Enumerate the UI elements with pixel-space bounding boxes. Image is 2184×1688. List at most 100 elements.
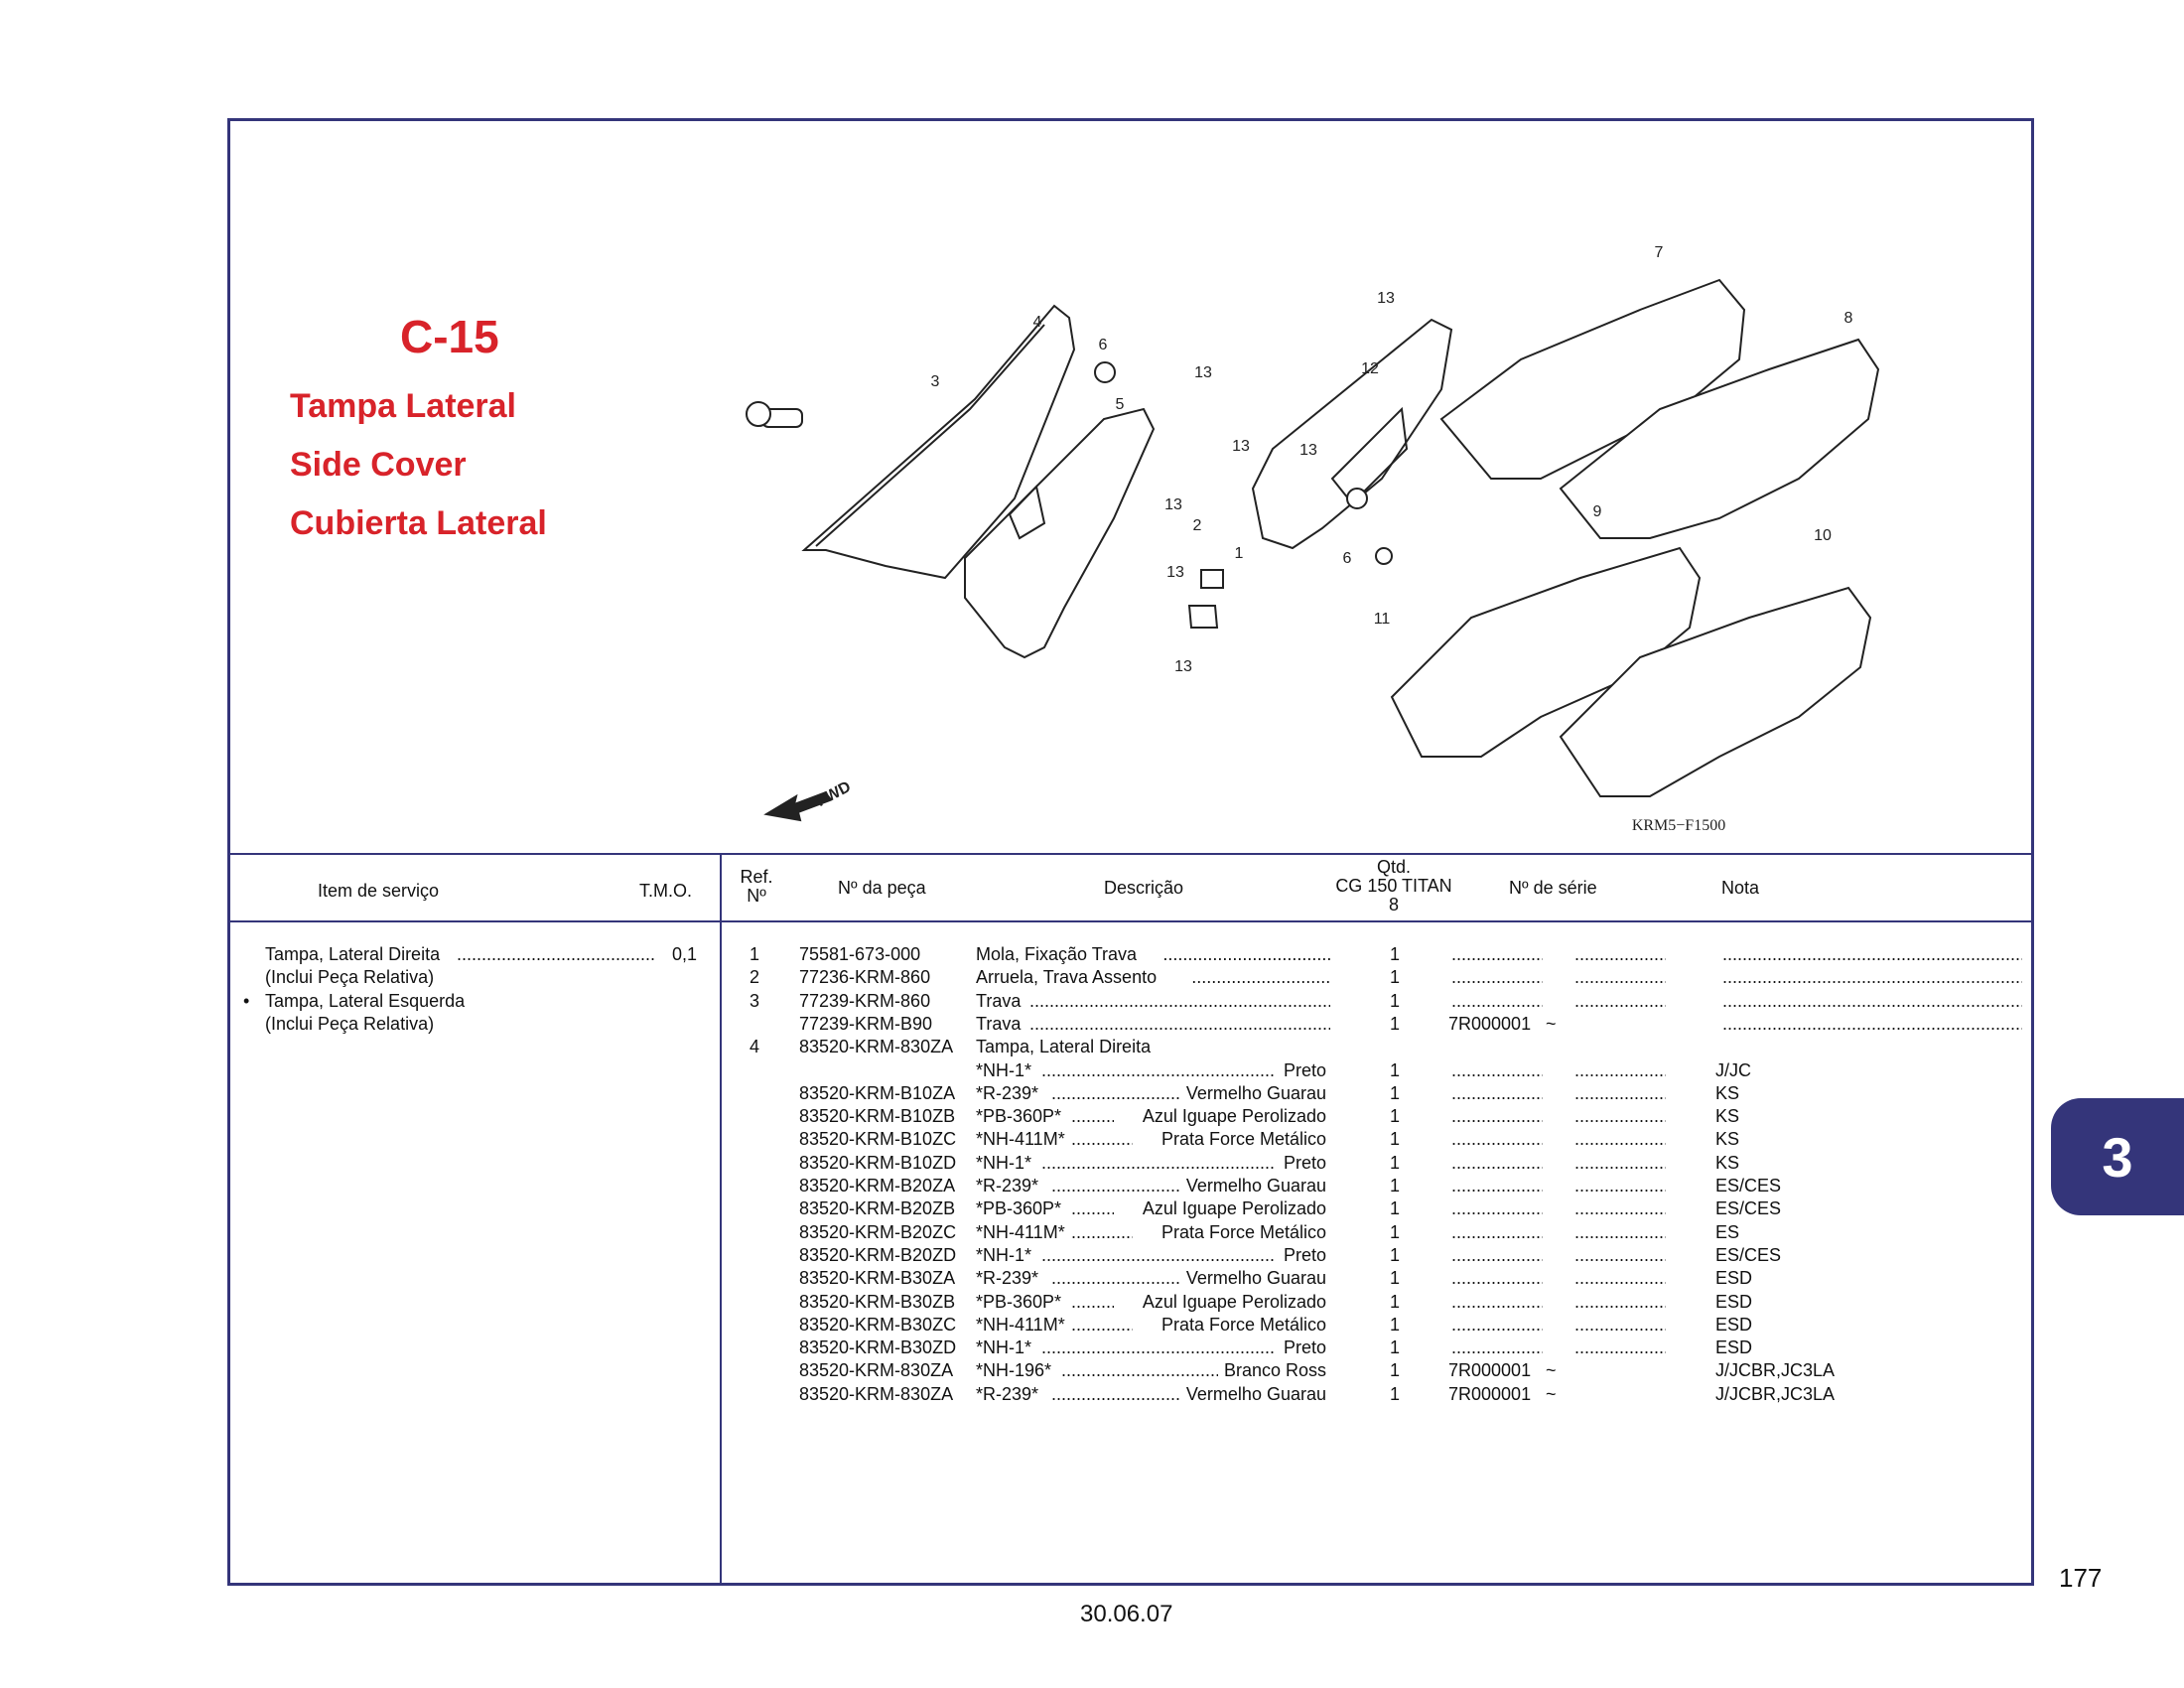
row-ref: 3 bbox=[750, 990, 760, 1011]
row-color-name: Preto bbox=[1283, 1337, 1326, 1358]
row-qty: 1 bbox=[1390, 1383, 1401, 1404]
page-number: 177 bbox=[2059, 1563, 2103, 1593]
fwd-label: FWD bbox=[814, 778, 854, 810]
callout-8: 8 bbox=[1844, 310, 1853, 327]
section-title-en: Side Cover bbox=[290, 446, 467, 484]
row-qty: 1 bbox=[1390, 1244, 1401, 1265]
leader-dots: ........................................… bbox=[1041, 1244, 1276, 1265]
row-qty: 1 bbox=[1390, 1013, 1401, 1034]
part-10-shape bbox=[1559, 586, 1872, 797]
row-description: Arruela, Trava Assento bbox=[976, 967, 1158, 988]
fwd-arrow-icon bbox=[763, 790, 832, 822]
row-color-code: *NH-1* bbox=[976, 1244, 1032, 1265]
row-qty: 1 bbox=[1390, 1082, 1401, 1103]
row-part-number: 83520-KRM-B30ZC bbox=[799, 1314, 957, 1335]
row-qty: 1 bbox=[1390, 1059, 1401, 1080]
row-part-number: 83520-KRM-B10ZD bbox=[799, 1152, 957, 1173]
page-frame: C-15 Tampa Lateral Side Cover Cubierta L… bbox=[227, 118, 2034, 1586]
leader-dots: ........................................… bbox=[1071, 1129, 1133, 1150]
leader-dots: ........................................… bbox=[1574, 944, 1666, 964]
leader-dots: ........................................… bbox=[1574, 1152, 1666, 1173]
row-note: ESD bbox=[1715, 1291, 1753, 1312]
leader-dots: ........................................… bbox=[1051, 1176, 1180, 1196]
header-tmo: T.M.O. bbox=[639, 881, 692, 901]
leader-dots: ........................................… bbox=[1574, 1244, 1666, 1265]
leader-dots: ........................................… bbox=[1451, 1198, 1543, 1219]
part-12-shape bbox=[1375, 547, 1393, 565]
row-color-name: Prata Force Metálico bbox=[1160, 1129, 1326, 1150]
row-color-name: Preto bbox=[1283, 1152, 1326, 1173]
header-part-no: Nº da peça bbox=[838, 878, 926, 898]
callout-6a: 6 bbox=[1099, 337, 1108, 353]
leader-dots: ........................................… bbox=[1061, 1360, 1218, 1381]
leader-dots: ........................................… bbox=[1574, 1268, 1666, 1289]
leader-dots: ........................................… bbox=[1574, 1106, 1666, 1127]
leader-dots: ........................................… bbox=[1722, 990, 2022, 1011]
row-color-code: *NH-411M* bbox=[976, 1129, 1065, 1150]
callout-13e: 13 bbox=[1164, 496, 1182, 513]
row-color-name: Azul Iguape Perolizado bbox=[1142, 1198, 1326, 1219]
row-part-number: 83520-KRM-B10ZA bbox=[799, 1082, 956, 1103]
leader-dots: ........................................… bbox=[1451, 1221, 1543, 1242]
leader-dots: ........................................… bbox=[1051, 1268, 1180, 1289]
row-qty: 1 bbox=[1390, 1291, 1401, 1312]
row-color-code: *NH-1* bbox=[976, 1059, 1032, 1080]
leader-dots: ........................................… bbox=[1574, 1082, 1666, 1103]
callout-13d: 13 bbox=[1166, 564, 1184, 581]
row-color-code: *NH-411M* bbox=[976, 1221, 1065, 1242]
row-description: Mola, Fixação Trava bbox=[976, 944, 1138, 964]
row-ref: 4 bbox=[750, 1037, 760, 1057]
row-color-code: *NH-1* bbox=[976, 1337, 1032, 1358]
row-part-number: 83520-KRM-B30ZA bbox=[799, 1268, 956, 1289]
leader-dots: ........................................… bbox=[1451, 1291, 1543, 1312]
row-color-name: Branco Ross bbox=[1223, 1360, 1326, 1381]
header-ref: Ref. Nº bbox=[740, 867, 773, 906]
leader-dots: ........................................… bbox=[1451, 944, 1543, 964]
row-color-name: Vermelho Guarau bbox=[1185, 1383, 1326, 1404]
row-part-number: 83520-KRM-B20ZA bbox=[799, 1176, 956, 1196]
row-qty: 1 bbox=[1390, 1152, 1401, 1173]
leader-dots: ........................................… bbox=[1029, 1013, 1330, 1034]
row-serial-to: ~ bbox=[1546, 1383, 1557, 1404]
section-code: C-15 bbox=[400, 311, 499, 362]
chapter-tab[interactable]: 3 bbox=[2051, 1098, 2184, 1215]
part-1-shape bbox=[1187, 605, 1219, 629]
leader-dots: ........................................… bbox=[1451, 1314, 1543, 1335]
row-note: KS bbox=[1715, 1152, 1740, 1173]
callout-13g: 13 bbox=[1299, 442, 1317, 459]
row-color-code: *R-239* bbox=[976, 1082, 1039, 1103]
leader-dots: ........................................… bbox=[1041, 1337, 1276, 1358]
row-note: ESD bbox=[1715, 1337, 1753, 1358]
row-part-number: 83520-KRM-830ZA bbox=[799, 1383, 954, 1404]
leader-dots: ........................................… bbox=[1071, 1291, 1114, 1312]
row-color-name: Vermelho Guarau bbox=[1185, 1082, 1326, 1103]
part-7-shape bbox=[1439, 278, 1746, 480]
row-note: ESD bbox=[1715, 1314, 1753, 1335]
header-description: Descrição bbox=[1104, 878, 1184, 898]
leader-dots: ........................................… bbox=[1451, 967, 1543, 988]
leader-dots: ........................................… bbox=[1574, 1176, 1666, 1196]
leader-dots: ........................................… bbox=[1451, 1129, 1543, 1150]
leader-dots: ........................................… bbox=[1071, 1198, 1114, 1219]
service-bullet: • bbox=[243, 990, 250, 1011]
row-color-name: Vermelho Guarau bbox=[1185, 1176, 1326, 1196]
divider-columns bbox=[720, 853, 722, 1585]
leader-dots: ........................................… bbox=[1451, 990, 1543, 1011]
row-color-code: *PB-360P* bbox=[976, 1198, 1062, 1219]
leader-dots: ........................................… bbox=[457, 944, 655, 964]
row-color-code: *PB-360P* bbox=[976, 1291, 1062, 1312]
row-part-number: 77236-KRM-860 bbox=[799, 967, 931, 988]
header-service-item: Item de serviço bbox=[318, 881, 440, 901]
row-description: Trava bbox=[976, 990, 1022, 1011]
leader-dots: ........................................… bbox=[1574, 967, 1666, 988]
callout-12: 11 bbox=[1374, 611, 1391, 628]
row-qty: 1 bbox=[1390, 1129, 1401, 1150]
service-item-text: Tampa, Lateral Direita bbox=[265, 944, 441, 964]
row-qty: 1 bbox=[1390, 1268, 1401, 1289]
row-color-name: Prata Force Metálico bbox=[1160, 1314, 1326, 1335]
row-color-name: Prata Force Metálico bbox=[1160, 1221, 1326, 1242]
diagram-code: KRM5−F1500 bbox=[1632, 817, 1725, 834]
row-serial-to: ~ bbox=[1546, 1360, 1557, 1381]
row-serial-from: 7R000001 bbox=[1448, 1383, 1532, 1404]
leader-dots: ........................................… bbox=[1722, 944, 2022, 964]
